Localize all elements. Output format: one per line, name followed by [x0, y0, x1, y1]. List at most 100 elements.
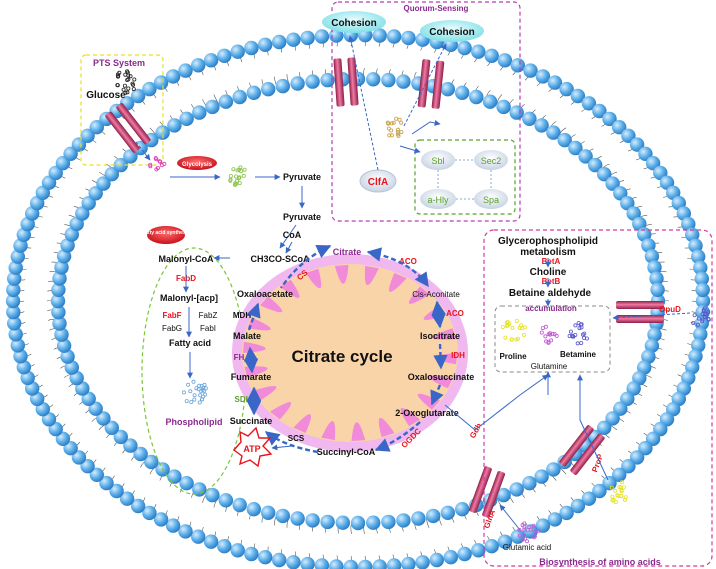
lipid-head	[497, 534, 513, 549]
lipid-head	[142, 505, 157, 521]
succinate-label: Succinate	[230, 416, 273, 426]
cohesion-node-left	[322, 11, 386, 33]
virulence-links	[437, 159, 492, 200]
lipid-head	[203, 534, 219, 549]
molecule-dot	[520, 537, 525, 542]
lipid-head	[509, 482, 524, 497]
lipid-head	[71, 450, 87, 465]
lipid-head	[457, 546, 472, 562]
glycolysis-label: Glycolysis	[182, 162, 213, 168]
sec2-label: Sec2	[481, 156, 502, 166]
lipid-head	[56, 338, 72, 353]
lipid-head	[644, 338, 660, 353]
glutamine-label: Glutamine	[531, 362, 568, 371]
molecule-dot	[238, 169, 243, 174]
lipid-head	[109, 483, 124, 499]
clfa-label: ClfA	[368, 177, 389, 188]
betb-enzyme: BetB	[542, 277, 561, 286]
lipid-head	[113, 429, 128, 445]
molecule-dot	[702, 314, 707, 319]
lipid-head	[80, 459, 95, 474]
lipid-head	[396, 74, 411, 89]
molecule-dot	[184, 399, 189, 404]
lipid-head	[244, 546, 259, 562]
lipid-head	[133, 446, 148, 462]
amino-acid-arrows	[444, 258, 691, 531]
molecule-dot	[548, 331, 553, 336]
lipid-head	[104, 420, 120, 435]
lipid-head	[314, 29, 330, 44]
lipid-head	[51, 282, 66, 297]
lipid-head	[612, 120, 627, 135]
lipid-head	[178, 524, 193, 539]
ahly-label: a-Hly	[427, 195, 449, 205]
molecule-dot	[517, 527, 522, 532]
lipid-head	[51, 305, 66, 320]
lipid-head	[626, 381, 641, 396]
oxalosuccinate-label: Oxalosuccinate	[408, 372, 475, 382]
molecule-dot	[395, 127, 400, 132]
lipid-head	[570, 88, 586, 104]
lipid-head	[130, 88, 146, 104]
lipid-head	[71, 137, 87, 152]
pyruvate-label-1: Pyruvate	[283, 172, 321, 182]
cohesion-label-right: Cohesion	[429, 27, 475, 38]
lipid-head	[56, 249, 72, 264]
virulence-box	[414, 139, 516, 215]
molecule-dot	[613, 499, 618, 504]
molecule-dot	[237, 175, 242, 180]
lipid-head	[7, 271, 22, 286]
lipid-head	[165, 69, 181, 84]
quorum-arrows	[348, 35, 447, 171]
molecule-dot	[520, 523, 525, 528]
molecule-dot	[389, 128, 394, 133]
lipid-head	[426, 508, 441, 524]
molecule-dot	[228, 173, 233, 178]
lipid-head	[300, 556, 315, 569]
lipid-head	[246, 502, 261, 517]
molecule-dot	[196, 387, 201, 392]
lipid-head	[165, 518, 181, 533]
glna-channel	[469, 466, 505, 518]
lipid-head	[637, 227, 652, 242]
molecule-dot	[203, 386, 208, 391]
molecule-dot	[148, 162, 153, 167]
molecule-dot	[228, 178, 233, 183]
lipid-head	[440, 82, 455, 97]
phospholipid-dots	[181, 379, 208, 405]
lipid-head	[52, 316, 67, 331]
molecule-dot	[610, 498, 615, 503]
lipid-head	[534, 469, 549, 484]
lipid-head	[16, 360, 31, 375]
lipid-head	[629, 137, 645, 152]
malonyl-coa-label: Malonyl-CoA	[159, 254, 214, 264]
lipid-head	[620, 196, 635, 211]
tca-arrows	[243, 244, 448, 454]
sec2-node	[474, 150, 508, 170]
lipid-head	[104, 167, 120, 182]
lipid-head	[155, 125, 170, 140]
lipid-head	[546, 125, 561, 140]
molecule-dot	[237, 181, 242, 186]
sbl-node	[421, 150, 455, 170]
molecule-dot	[613, 488, 618, 493]
lipid-head	[592, 483, 607, 499]
glucose-dots	[115, 69, 167, 172]
molecule-dot	[619, 493, 624, 498]
molecule-dot	[549, 338, 554, 343]
lipid-head	[153, 512, 169, 527]
osmolyte-dots	[500, 306, 711, 346]
lipid-head	[510, 58, 525, 73]
lipid-head	[205, 99, 220, 115]
lipid-head	[482, 94, 498, 109]
cohesion-channel-left	[333, 57, 359, 107]
lipid-head	[230, 543, 245, 558]
lipid-head	[496, 487, 511, 503]
aco-enzyme-2: ACO	[446, 309, 464, 318]
lipid-head	[272, 552, 287, 568]
molecule-dot	[706, 309, 711, 314]
glutamic-acid-label: Glutamic acid	[503, 543, 551, 552]
glycolysis-badge	[177, 156, 217, 170]
lipid-head	[401, 556, 416, 569]
molecule-dot	[389, 133, 394, 138]
